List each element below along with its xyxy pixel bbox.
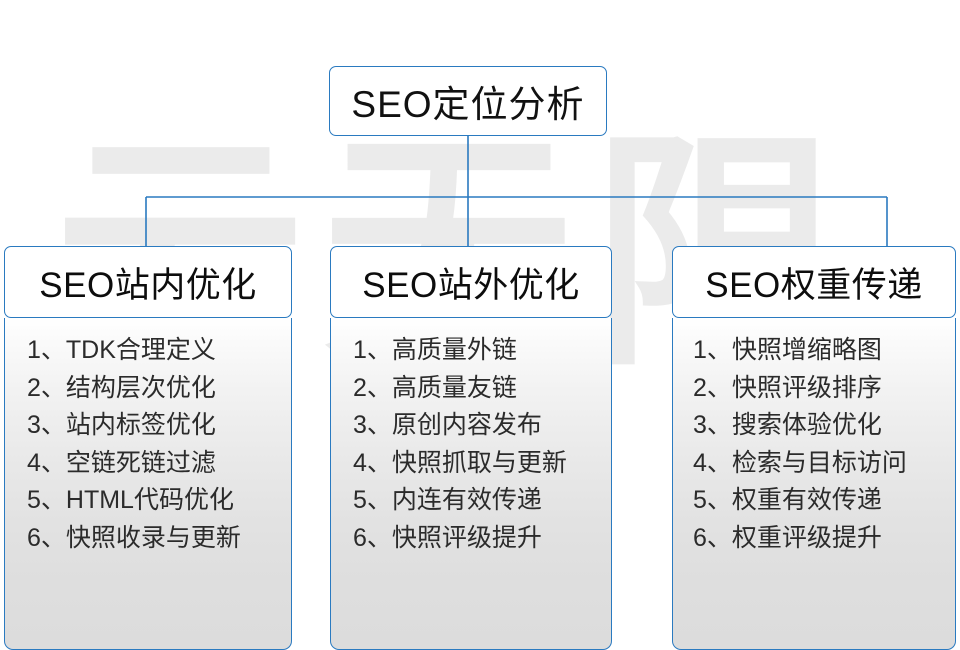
list-item-number: 6、 xyxy=(27,523,66,552)
column-body-seo-offsite: 1、 高质量外链 2、 高质量友链 3、 原创内容发布 4、 快照抓取与更新 5… xyxy=(330,318,612,650)
list-item-text: 结构层次优化 xyxy=(65,373,216,402)
list-item: 1、 TDK合理定义 xyxy=(27,332,291,370)
item-list: 1、 快照增缩略图 2、 快照评级排序 3、 搜索体验优化 4、 检索与目标访问… xyxy=(673,332,955,557)
list-item-number: 1、 xyxy=(353,336,392,364)
column-header-label: SEO站内优化 xyxy=(39,265,257,305)
column-node-seo-offsite[interactable]: SEO站外优化 1、 高质量外链 2、 高质量友链 3、 原创内容发布 4、 快 xyxy=(330,246,612,650)
column-header-seo-weight[interactable]: SEO权重传递 xyxy=(672,246,956,318)
list-item: 4、 空链死链过滤 xyxy=(27,445,291,483)
list-item: 4、 检索与目标访问 xyxy=(693,445,955,483)
list-item-number: 1、 xyxy=(27,336,66,364)
list-item: 1、 快照增缩略图 xyxy=(693,332,955,370)
list-item-text: 空链死链过滤 xyxy=(65,448,216,477)
column-header-seo-onsite[interactable]: SEO站内优化 xyxy=(4,246,292,318)
item-list: 1、 TDK合理定义 2、 结构层次优化 3、 站内标签优化 4、 空链死链过滤… xyxy=(5,332,291,557)
list-item: 2、 快照评级排序 xyxy=(693,370,955,408)
list-item: 2、 结构层次优化 xyxy=(27,370,291,408)
list-item: 5、 内连有效传递 xyxy=(353,482,611,520)
list-item-text: 站内标签优化 xyxy=(65,411,216,439)
column-node-seo-weight[interactable]: SEO权重传递 1、 快照增缩略图 2、 快照评级排序 3、 搜索体验优化 4、 xyxy=(672,246,956,650)
list-item: 5、 权重有效传递 xyxy=(693,482,955,520)
list-item-number: 5、 xyxy=(693,486,732,514)
root-node[interactable]: SEO定位分析 xyxy=(329,66,607,136)
list-item: 2、 高质量友链 xyxy=(353,370,611,408)
list-item-text: 快照评级排序 xyxy=(731,373,882,402)
list-item: 6、 快照收录与更新 xyxy=(27,520,291,558)
list-item-text: 快照增缩略图 xyxy=(731,336,882,364)
list-item-number: 4、 xyxy=(353,448,392,477)
root-node-label: SEO定位分析 xyxy=(351,84,585,125)
list-item: 4、 快照抓取与更新 xyxy=(353,445,611,483)
list-item-number: 5、 xyxy=(353,486,392,514)
column-header-label: SEO权重传递 xyxy=(705,265,923,305)
list-item-text: 内连有效传递 xyxy=(391,486,542,514)
list-item-text: 快照抓取与更新 xyxy=(391,448,567,477)
list-item-text: 原创内容发布 xyxy=(391,411,542,439)
list-item-number: 3、 xyxy=(693,411,732,439)
column-header-seo-offsite[interactable]: SEO站外优化 xyxy=(330,246,612,318)
list-item: 1、 高质量外链 xyxy=(353,332,611,370)
list-item-text: 权重评级提升 xyxy=(731,523,882,552)
list-item-number: 6、 xyxy=(353,523,392,552)
column-header-label: SEO站外优化 xyxy=(362,265,580,305)
list-item-number: 5、 xyxy=(27,486,66,514)
list-item-text: 快照收录与更新 xyxy=(65,523,241,552)
list-item-text: 快照评级提升 xyxy=(391,523,542,552)
list-item: 5、 HTML代码优化 xyxy=(27,482,291,520)
list-item-text: 检索与目标访问 xyxy=(731,448,907,477)
list-item: 6、 快照评级提升 xyxy=(353,520,611,558)
list-item-number: 4、 xyxy=(27,448,66,477)
list-item-text: 搜索体验优化 xyxy=(731,411,882,439)
column-body-seo-weight: 1、 快照增缩略图 2、 快照评级排序 3、 搜索体验优化 4、 检索与目标访问… xyxy=(672,318,956,650)
column-body-seo-onsite: 1、 TDK合理定义 2、 结构层次优化 3、 站内标签优化 4、 空链死链过滤… xyxy=(4,318,292,650)
list-item: 6、 权重评级提升 xyxy=(693,520,955,558)
list-item-text: HTML代码优化 xyxy=(65,486,234,514)
list-item-number: 2、 xyxy=(27,373,66,402)
list-item: 3、 原创内容发布 xyxy=(353,407,611,445)
list-item-text: 高质量外链 xyxy=(391,336,517,364)
list-item-text: TDK合理定义 xyxy=(65,336,216,364)
list-item-number: 6、 xyxy=(693,523,732,552)
item-list: 1、 高质量外链 2、 高质量友链 3、 原创内容发布 4、 快照抓取与更新 5… xyxy=(331,332,611,557)
list-item: 3、 站内标签优化 xyxy=(27,407,291,445)
list-item-number: 1、 xyxy=(693,336,732,364)
column-node-seo-onsite[interactable]: SEO站内优化 1、 TDK合理定义 2、 结构层次优化 3、 站内标签优化 4… xyxy=(4,246,292,650)
list-item-text: 权重有效传递 xyxy=(731,486,882,514)
list-item-number: 2、 xyxy=(353,373,392,402)
list-item-number: 4、 xyxy=(693,448,732,477)
list-item-text: 高质量友链 xyxy=(391,373,517,402)
root-node-header[interactable]: SEO定位分析 xyxy=(329,66,607,136)
list-item-number: 3、 xyxy=(27,411,66,439)
list-item-number: 2、 xyxy=(693,373,732,402)
list-item-number: 3、 xyxy=(353,411,392,439)
list-item: 3、 搜索体验优化 xyxy=(693,407,955,445)
